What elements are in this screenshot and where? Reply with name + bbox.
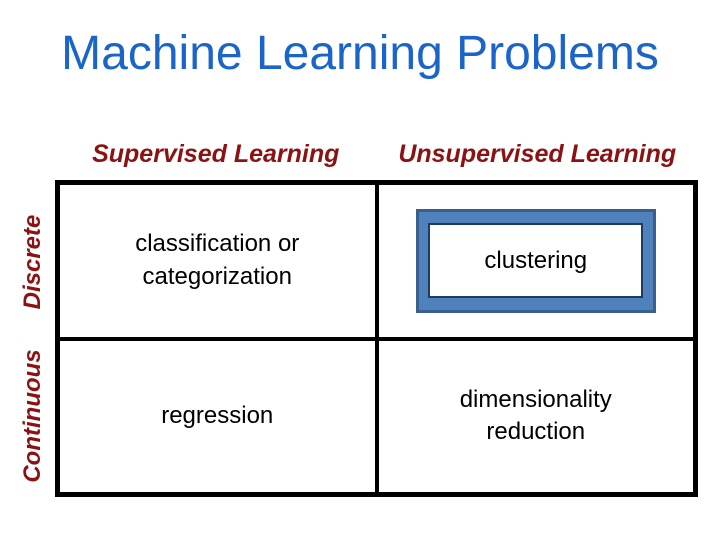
- cell-classification-or-categorization: classification or categorization: [60, 185, 377, 339]
- column-header-supervised-learning: Supervised Learning: [92, 140, 340, 168]
- cell-label-regression: regression: [161, 402, 274, 430]
- cell-label-clustering: clustering: [484, 246, 588, 274]
- column-headers: Supervised Learning Unsupervised Learnin…: [55, 140, 698, 169]
- clustering-highlight-box: clustering: [428, 223, 644, 299]
- cell-clustering: clustering: [376, 185, 693, 339]
- row-header-continuous: Continuous: [19, 349, 46, 483]
- ml-problems-matrix: classification or categorization cluster…: [55, 180, 698, 497]
- column-header-unsupervised-learning: Unsupervised Learning: [398, 140, 677, 168]
- cell-regression: regression: [60, 338, 377, 492]
- clustering-highlight-frame: clustering: [415, 208, 656, 313]
- row-header-discrete: Discrete: [19, 214, 46, 310]
- cell-dimensionality-reduction: dimensionality reduction: [376, 338, 693, 492]
- cell-label-dimensionality-reduction: dimensionality reduction: [459, 385, 612, 446]
- slide-title: Machine Learning Problems: [61, 27, 659, 80]
- cell-label-classification: classification or categorization: [135, 230, 300, 290]
